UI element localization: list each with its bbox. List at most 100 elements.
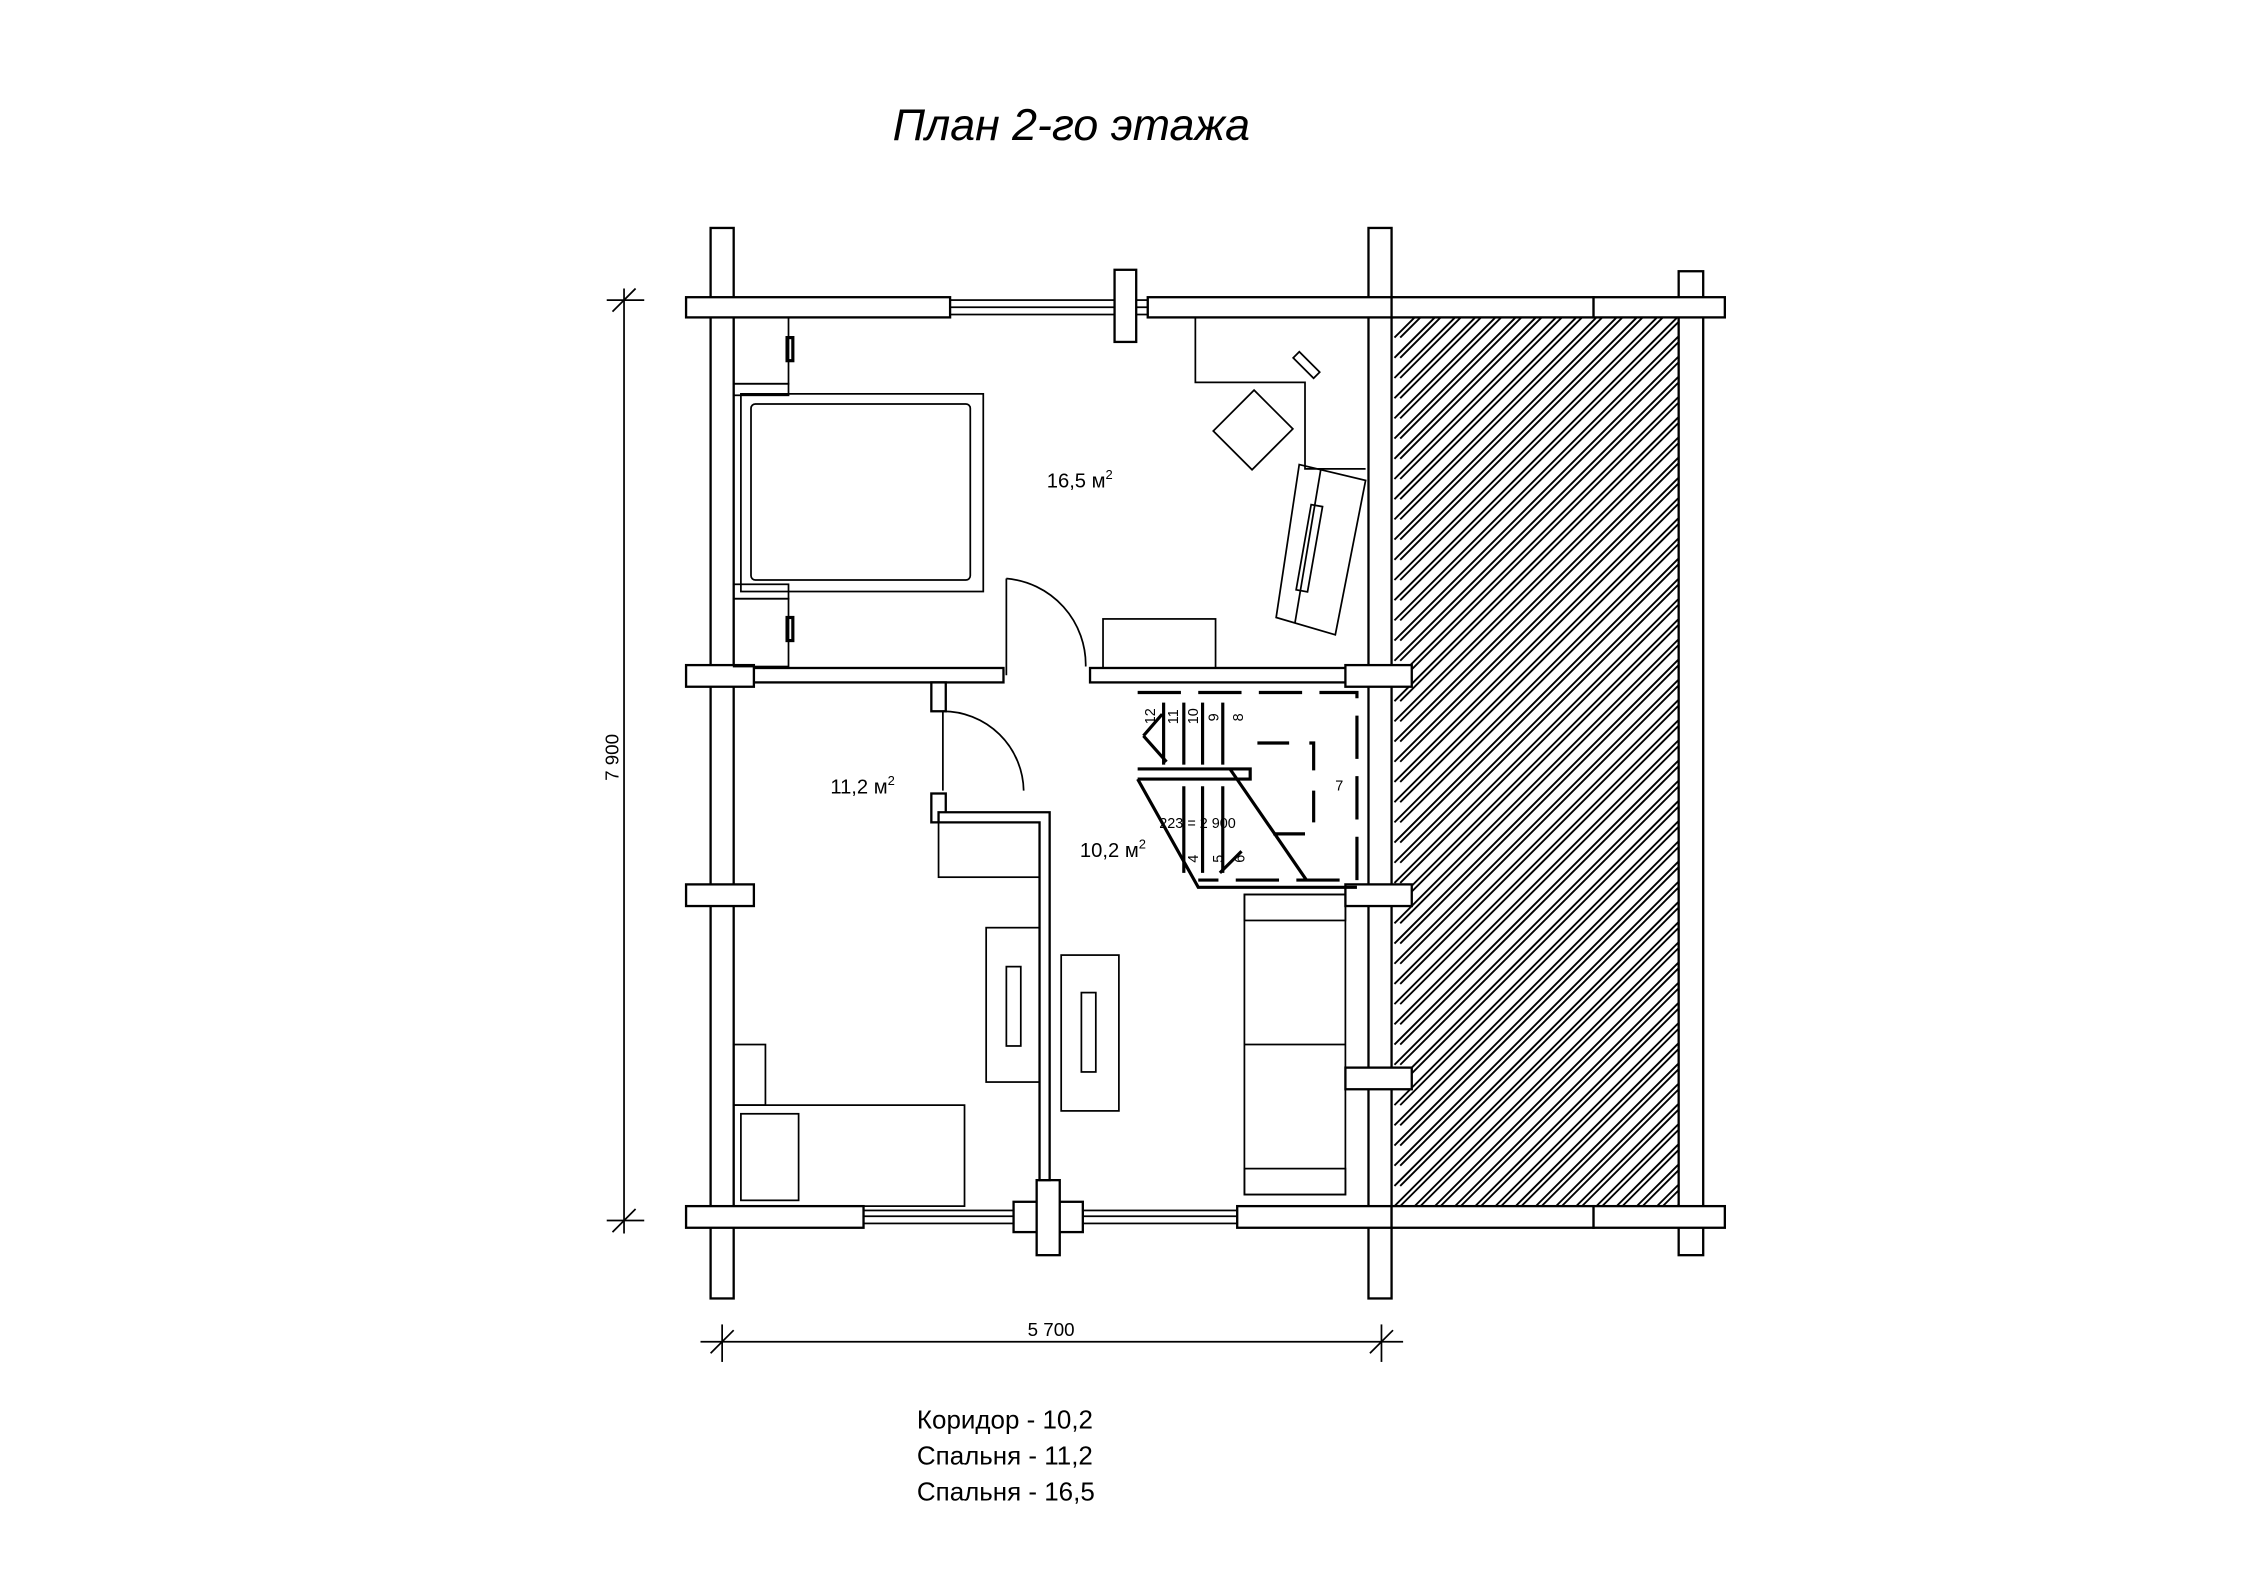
- hatch-line: [1393, 355, 1680, 642]
- hatch-line: [1399, 316, 1543, 460]
- dimension-height: 7 900: [601, 287, 645, 1234]
- hatch-line: [1636, 1163, 1680, 1207]
- hatch-line: [1454, 981, 1680, 1207]
- hatch-line: [1595, 1123, 1680, 1207]
- hatch-line: [1399, 375, 1686, 662]
- hatch-line: [1399, 557, 1686, 844]
- hatch-line: [1399, 316, 1624, 541]
- hatch-line: [1393, 638, 1680, 925]
- hatch-line: [1399, 316, 1442, 359]
- hatch-line: [1656, 1183, 1680, 1207]
- hatch-line: [1399, 335, 1686, 622]
- hatch-line: [1393, 316, 1638, 561]
- svg-text:Спальня - 16,5: Спальня - 16,5: [917, 1476, 1095, 1506]
- room-area-corridor: 10,2 м2: [1080, 836, 1146, 862]
- hatch-line: [1535, 1062, 1680, 1207]
- room-area-bedroom-small: 11,2 м2: [830, 773, 895, 799]
- hatch-line: [1399, 456, 1686, 743]
- hatch-line: [1393, 800, 1680, 1086]
- hatch-line: [1393, 456, 1680, 743]
- hatch-line: [1393, 316, 1456, 379]
- hatch-line: [1399, 537, 1686, 824]
- hatch-line: [1393, 316, 1658, 581]
- hatch-line: [1399, 316, 1462, 379]
- hatch-line: [1419, 941, 1686, 1207]
- hatch-line: [1393, 316, 1416, 339]
- hatch-line: [1474, 1002, 1680, 1207]
- hatch-line: [1399, 517, 1686, 803]
- svg-text:7 900: 7 900: [601, 734, 622, 781]
- hatch-line: [1393, 598, 1680, 884]
- hatch-line: [1399, 316, 1684, 601]
- hatch-line: [1393, 497, 1680, 783]
- hatch-line: [1393, 779, 1680, 1066]
- hatch-line: [1393, 316, 1618, 541]
- hatch-line: [1393, 316, 1598, 521]
- hatch-line: [1575, 1103, 1680, 1207]
- svg-text:9: 9: [1206, 713, 1222, 721]
- hatch-line: [1399, 416, 1686, 702]
- window-top: [949, 268, 1149, 344]
- hatch-line: [1393, 759, 1680, 1046]
- hatch-line: [1393, 537, 1680, 824]
- hatch-line: [1399, 921, 1686, 1207]
- hatch-line: [1641, 1163, 1686, 1207]
- hatch-line: [1540, 1062, 1686, 1207]
- svg-text:Коридор - 10,2: Коридор - 10,2: [917, 1404, 1093, 1434]
- svg-text:5 700: 5 700: [1028, 1319, 1075, 1340]
- hatch-line: [1399, 880, 1686, 1167]
- cabinet-2: [1060, 954, 1120, 1112]
- hatch-line: [1561, 1082, 1686, 1207]
- hatch-line: [1500, 1022, 1686, 1207]
- hatch-line: [1615, 1143, 1680, 1207]
- hatch-line: [1399, 316, 1583, 500]
- svg-text:4: 4: [1186, 855, 1202, 863]
- hatch-line: [1399, 598, 1686, 884]
- hatch-line: [1399, 316, 1664, 581]
- hatch-line: [1399, 316, 1422, 339]
- hatch-line: [1393, 375, 1680, 662]
- hatch-line: [1399, 901, 1686, 1187]
- hatch-line: [1399, 759, 1686, 1046]
- hatch-line: [1581, 1103, 1686, 1207]
- hatch-line: [1399, 719, 1686, 1005]
- hatch-line: [1480, 1002, 1686, 1207]
- hatch-line: [1393, 860, 1680, 1147]
- door-bedroom-large[interactable]: [1005, 577, 1087, 676]
- hatch-line: [1393, 840, 1680, 1126]
- svg-text:Спальня - 11,2: Спальня - 11,2: [917, 1440, 1093, 1470]
- hatch-line: [1393, 396, 1680, 682]
- hatch-line: [1399, 577, 1686, 864]
- wardrobe-small: [937, 821, 1041, 879]
- hatch-line: [1393, 618, 1680, 904]
- hatch-line: [1399, 497, 1686, 783]
- hatch-line: [1399, 820, 1686, 1106]
- svg-text:6: 6: [1232, 855, 1248, 863]
- hatch-line: [1393, 316, 1517, 440]
- hatch-line: [1393, 577, 1680, 864]
- hatch-line: [1393, 921, 1680, 1207]
- svg-text:223 = 2 900: 223 = 2 900: [1159, 816, 1236, 832]
- hatch-line: [1399, 779, 1686, 1066]
- hatch-line: [1399, 316, 1523, 440]
- hatch-line: [1399, 316, 1482, 399]
- hatch-line: [1393, 699, 1680, 985]
- hatch-line: [1601, 1123, 1686, 1207]
- hatch-line: [1399, 436, 1686, 723]
- plan-title: План 2-го этажа: [893, 101, 1250, 150]
- svg-text:12: 12: [1143, 708, 1159, 724]
- hatch-line: [1399, 316, 1644, 561]
- hatch-line: [1393, 739, 1680, 1025]
- svg-text:8: 8: [1231, 713, 1247, 721]
- hatch-line: [1399, 800, 1686, 1086]
- door-bedroom-small[interactable]: [942, 710, 1025, 791]
- hatch-line: [1399, 658, 1686, 945]
- window-bottom-1: [862, 1209, 1015, 1225]
- wall-interior-h: [752, 666, 1005, 684]
- hatch-line: [1494, 1022, 1680, 1207]
- hatch-line: [1393, 436, 1680, 723]
- hatch-line: [1621, 1143, 1686, 1207]
- hatch-line: [1393, 476, 1680, 763]
- hatch-line: [1399, 476, 1686, 763]
